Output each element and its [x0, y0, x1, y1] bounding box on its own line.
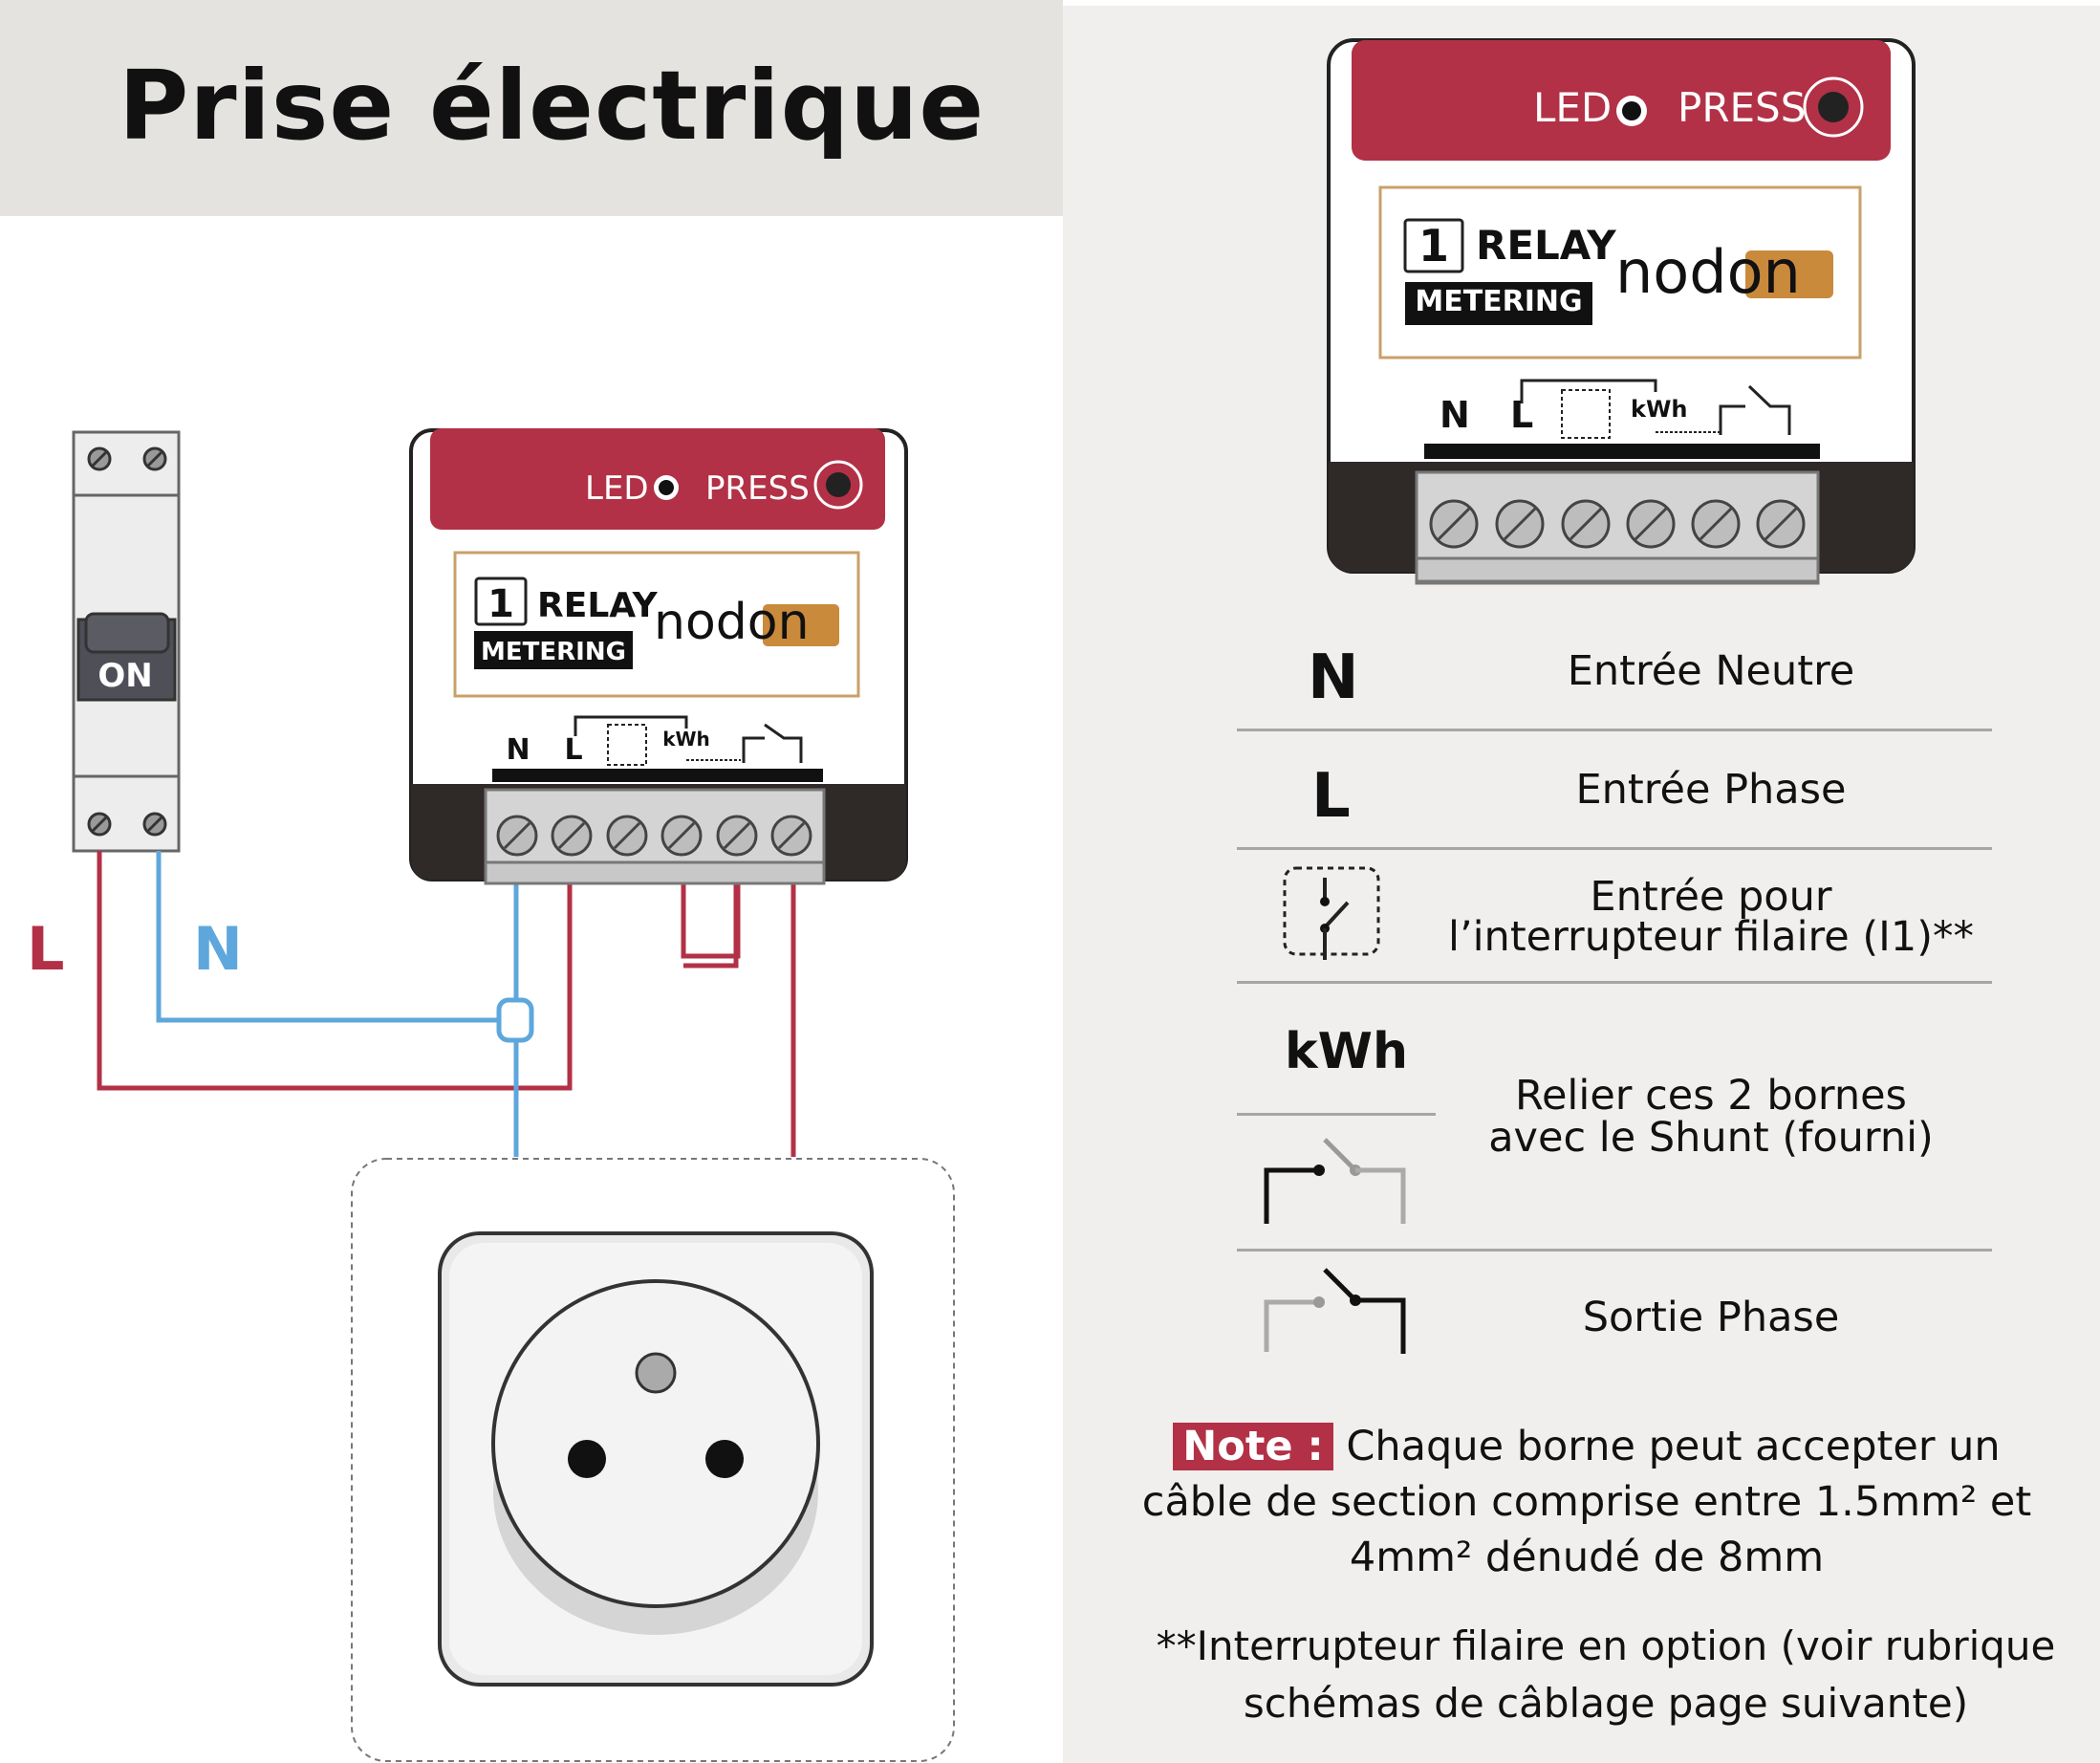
module-large-terminal-l: L [1510, 394, 1534, 436]
footnote: **Interrupteur filaire en option (voir r… [1147, 1618, 2065, 1732]
legend-output-desc: Sortie Phase [1582, 1294, 1840, 1341]
module-small-brand: nodon [654, 594, 810, 651]
module-large-metering-label: METERING [1415, 285, 1583, 318]
module-small-metering-label: METERING [481, 638, 626, 666]
legend-n-desc: Entrée Neutre [1567, 647, 1855, 695]
wiring-diagram: ON L N L [27, 428, 955, 1762]
socket-box [351, 1158, 955, 1762]
legend-l-code: L [1311, 761, 1351, 832]
legend-separator [1237, 1249, 1992, 1252]
legend-switch-desc-1: Entrée pour [1590, 873, 1832, 921]
legend-shunt-desc-1: Relier ces 2 bornes [1515, 1072, 1907, 1120]
socket-icon [438, 1231, 874, 1687]
neutral-wire [156, 851, 534, 1157]
legend-separator [1237, 847, 1992, 850]
title-band [0, 0, 1063, 216]
line-wire [97, 851, 796, 1157]
module-small-relay-number: 1 [487, 582, 514, 626]
module-small-led-label: LED [585, 469, 649, 508]
page-title: Prise électrique [119, 50, 985, 162]
breaker-icon [72, 430, 181, 853]
legend-l-desc: Entrée Phase [1575, 766, 1847, 814]
breaker-state: ON [97, 657, 152, 695]
legend-separator [1237, 981, 1992, 984]
module-large-led-label: LED [1533, 84, 1613, 131]
module-large-press-label: PRESS [1678, 84, 1807, 131]
footnote-line-2: schémas de câblage page suivante) [1243, 1680, 1969, 1727]
module-small-terminal-l: L [564, 733, 582, 767]
line-label: L [27, 914, 65, 984]
module-large-relay-label: RELAY [1476, 222, 1616, 269]
module-small [409, 428, 908, 885]
module-large-relay-number: 1 [1418, 220, 1449, 272]
note-text: Chaque borne peut accepter un câble de s… [1141, 1423, 2032, 1581]
legend-kwh-code: kWh [1285, 1023, 1408, 1080]
module-large-brand: nodon [1615, 237, 1801, 307]
note-tag: Note : [1173, 1423, 1333, 1470]
legend-n-code: N [1308, 642, 1359, 713]
legend-switch-desc-2: l’interrupteur filaire (I1)** [1448, 913, 1974, 961]
legend-separator [1237, 1113, 1436, 1116]
legend-separator [1237, 729, 1992, 731]
module-small-terminal-n: N [506, 733, 530, 767]
module-small-terminal-kwh: kWh [662, 728, 710, 751]
shunt-wire [681, 884, 741, 959]
module-small-relay-label: RELAY [537, 586, 659, 625]
note-block: Note : Chaque borne peut accepter un câb… [1128, 1419, 2046, 1585]
neutral-label: N [193, 914, 243, 984]
module-large-terminal-n: N [1440, 394, 1470, 436]
legend-shunt-desc-2: avec le Shunt (fourni) [1488, 1114, 1934, 1162]
footnote-line-1: **Interrupteur filaire en option (voir r… [1156, 1622, 2056, 1669]
module-large-terminal-kwh: kWh [1631, 396, 1688, 423]
module-small-press-label: PRESS [705, 469, 810, 508]
